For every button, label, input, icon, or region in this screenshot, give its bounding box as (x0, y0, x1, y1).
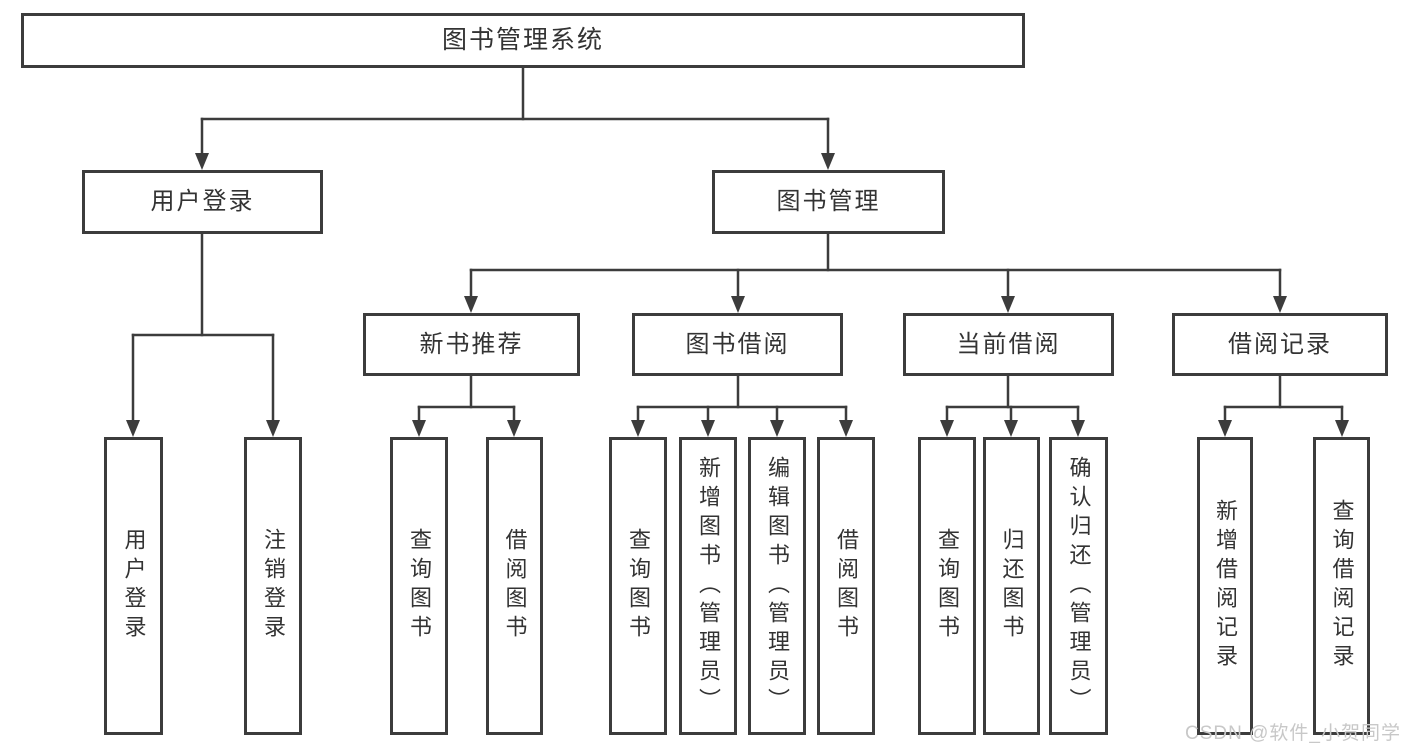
leaf-edit-book-admin: 编辑图书（管理员） (748, 437, 806, 735)
node-book-management: 图书管理 (712, 170, 945, 234)
node-book-borrowing: 图书借阅 (632, 313, 843, 376)
node-user-login: 用户登录 (82, 170, 323, 234)
leaf-return-books: 归还图书 (983, 437, 1040, 735)
csdn-watermark: CSDN @软件_小贺同学 (1185, 723, 1401, 744)
leaf-borrow-books-recommend: 借阅图书 (486, 437, 543, 735)
leaf-query-books-current: 查询图书 (918, 437, 976, 735)
node-library-management-system: 图书管理系统 (21, 13, 1025, 68)
leaf-query-books-borrowing: 查询图书 (609, 437, 667, 735)
leaf-add-borrow-record: 新增借阅记录 (1197, 437, 1253, 735)
leaf-query-books-recommend: 查询图书 (390, 437, 448, 735)
node-borrowing-records: 借阅记录 (1172, 313, 1388, 376)
node-current-borrowing: 当前借阅 (903, 313, 1114, 376)
leaf-user-login: 用户登录 (104, 437, 163, 735)
leaf-borrow-books-borrowing: 借阅图书 (817, 437, 875, 735)
leaf-add-book-admin: 新增图书（管理员） (679, 437, 737, 735)
leaf-confirm-return-admin: 确认归还（管理员） (1049, 437, 1108, 735)
node-new-book-recommendation: 新书推荐 (363, 313, 580, 376)
leaf-query-borrow-record: 查询借阅记录 (1313, 437, 1370, 735)
leaf-logout: 注销登录 (244, 437, 302, 735)
